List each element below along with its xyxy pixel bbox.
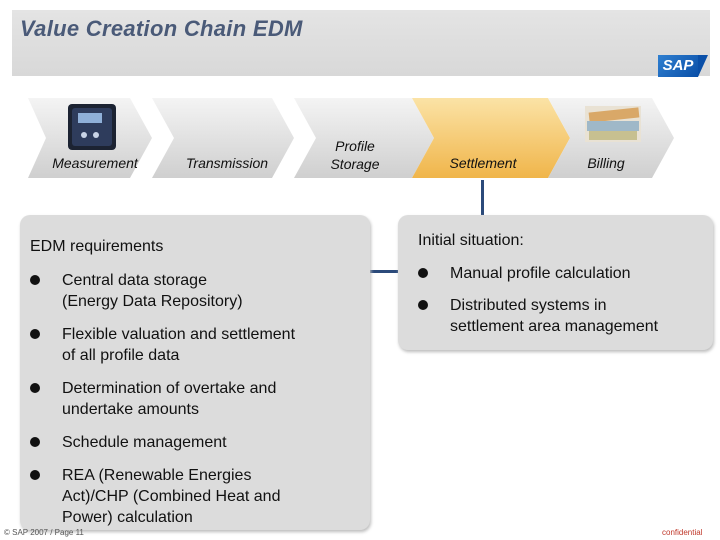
sap-logo: SAP xyxy=(658,55,708,77)
list-item: Manual profile calculation xyxy=(418,263,708,285)
edm-requirements-panel: EDM requirements Central data storage (E… xyxy=(20,215,370,530)
header-bar: Value Creation Chain EDM xyxy=(12,10,710,76)
connector-vertical xyxy=(481,180,484,216)
step-label-profile-storage: Profile Storage xyxy=(330,138,380,172)
list-item: Flexible valuation and settlement of all… xyxy=(30,324,360,368)
initial-situation-panel: Initial situation: Manual profile calcul… xyxy=(398,215,713,350)
page-title: Value Creation Chain EDM xyxy=(20,16,303,41)
footer-confidential: confidential xyxy=(662,528,703,537)
banknotes-icon xyxy=(585,106,641,142)
bullet-dot xyxy=(30,329,40,339)
bullet-dot xyxy=(30,383,40,393)
step-label-settlement: Settlement xyxy=(449,155,517,171)
chain-arrow-transmission xyxy=(152,98,294,178)
list-item: Determination of overtake and undertake … xyxy=(30,378,360,422)
bullet-dot xyxy=(30,275,40,285)
list-item: REA (Renewable Energies Act)/CHP (Combin… xyxy=(30,465,360,529)
step-label-transmission: Transmission xyxy=(185,155,269,171)
meter-device-icon xyxy=(68,104,116,150)
bullet-dot xyxy=(418,300,428,310)
list-item: Distributed systems in settlement area m… xyxy=(418,295,708,339)
list-item: Central data storage (Energy Data Reposi… xyxy=(30,270,360,314)
bullet-dot xyxy=(30,437,40,447)
panel-heading-edm: EDM requirements xyxy=(30,238,164,255)
footer-copyright: © SAP 2007 / Page 11 xyxy=(4,528,84,537)
bullet-dot xyxy=(418,268,428,278)
connector-horizontal xyxy=(370,270,398,273)
step-label-measurement: Measurement xyxy=(52,155,138,171)
step-label-billing: Billing xyxy=(587,155,625,171)
chain-arrow-settlement xyxy=(412,98,570,178)
chain-arrow-profile-storage xyxy=(294,98,434,178)
value-chain xyxy=(28,98,674,178)
bullet-dot xyxy=(30,470,40,480)
panel-heading-initial: Initial situation: xyxy=(418,232,524,249)
list-item: Schedule management xyxy=(30,432,360,454)
